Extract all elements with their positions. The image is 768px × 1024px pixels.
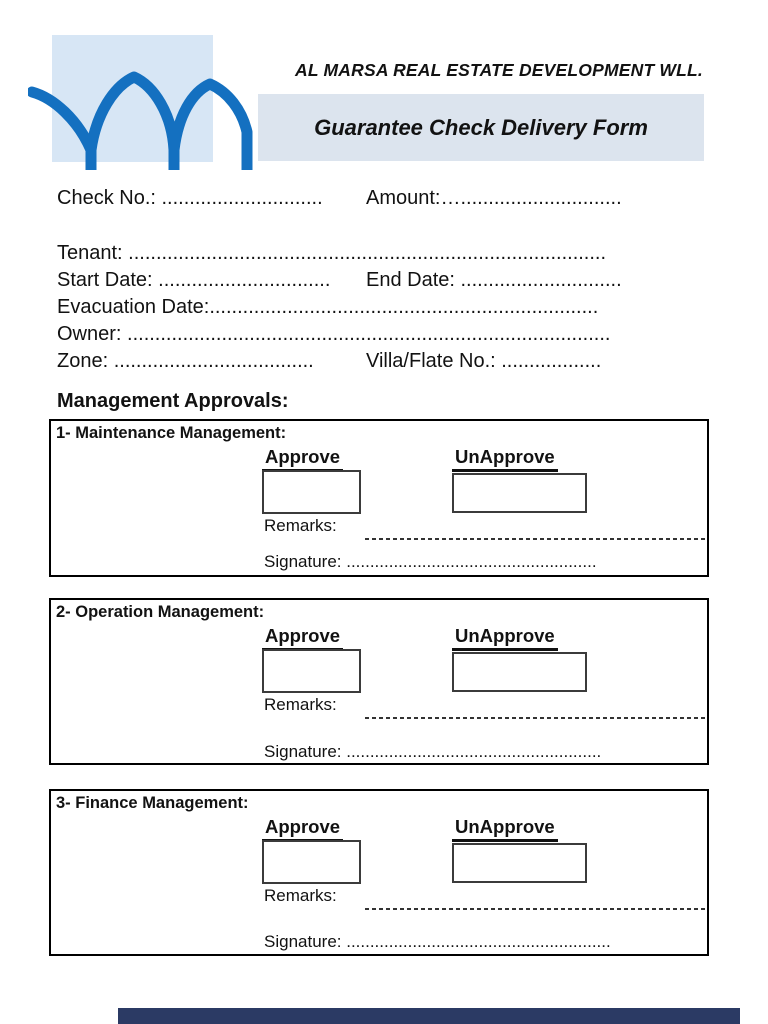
approval-section-maintenance: 1- Maintenance Management: Approve UnApp… (49, 419, 709, 577)
footer-bar (118, 1008, 740, 1024)
signature-line[interactable]: Signature: .............................… (264, 552, 597, 571)
remarks-label: Remarks: (264, 516, 337, 535)
approve-label: Approve (262, 625, 344, 651)
remarks-line[interactable] (365, 717, 707, 719)
unapprove-label: UnApprove (452, 625, 558, 651)
management-approvals-heading: Management Approvals: (57, 390, 289, 412)
field-villa-flate-no: Villa/Flate No.: .................. (366, 350, 602, 372)
approve-checkbox[interactable] (262, 649, 361, 693)
field-zone: Zone: ..................................… (57, 350, 314, 372)
signature-line[interactable]: Signature: .............................… (264, 742, 602, 761)
section-title: 2- Operation Management: (56, 603, 265, 621)
field-amount: Amount:…............................. (366, 187, 622, 209)
approval-section-finance: 3- Finance Management: Approve UnApprove… (49, 789, 709, 956)
form-title-banner: Guarantee Check Delivery Form (258, 94, 704, 161)
remarks-label: Remarks: (264, 695, 337, 714)
approval-section-operation: 2- Operation Management: Approve UnAppro… (49, 598, 709, 765)
arches-logo-icon (28, 71, 253, 170)
field-evacuation-date: Evacuation Date:........................… (57, 296, 599, 318)
field-check-no: Check No.: ............................. (57, 187, 323, 209)
form-title: Guarantee Check Delivery Form (314, 114, 648, 140)
remarks-label: Remarks: (264, 886, 337, 905)
field-start-date: Start Date: ............................… (57, 269, 331, 291)
approve-checkbox[interactable] (262, 840, 361, 884)
remarks-line[interactable] (365, 908, 707, 910)
remarks-line[interactable] (365, 538, 707, 540)
section-title: 1- Maintenance Management: (56, 424, 287, 442)
company-name: AL MARSA REAL ESTATE DEVELOPMENT WLL. (295, 60, 703, 80)
unapprove-label: UnApprove (452, 816, 558, 842)
signature-line[interactable]: Signature: .............................… (264, 932, 611, 951)
unapprove-checkbox[interactable] (452, 473, 587, 513)
approve-label: Approve (262, 816, 344, 842)
unapprove-checkbox[interactable] (452, 843, 587, 883)
section-title: 3- Finance Management: (56, 794, 249, 812)
approve-checkbox[interactable] (262, 470, 361, 514)
field-tenant: Tenant: ................................… (57, 242, 607, 264)
approve-label: Approve (262, 446, 344, 472)
field-end-date: End Date: ............................. (366, 269, 622, 291)
unapprove-label: UnApprove (452, 446, 558, 472)
unapprove-checkbox[interactable] (452, 652, 587, 692)
field-owner: Owner: .................................… (57, 323, 611, 345)
